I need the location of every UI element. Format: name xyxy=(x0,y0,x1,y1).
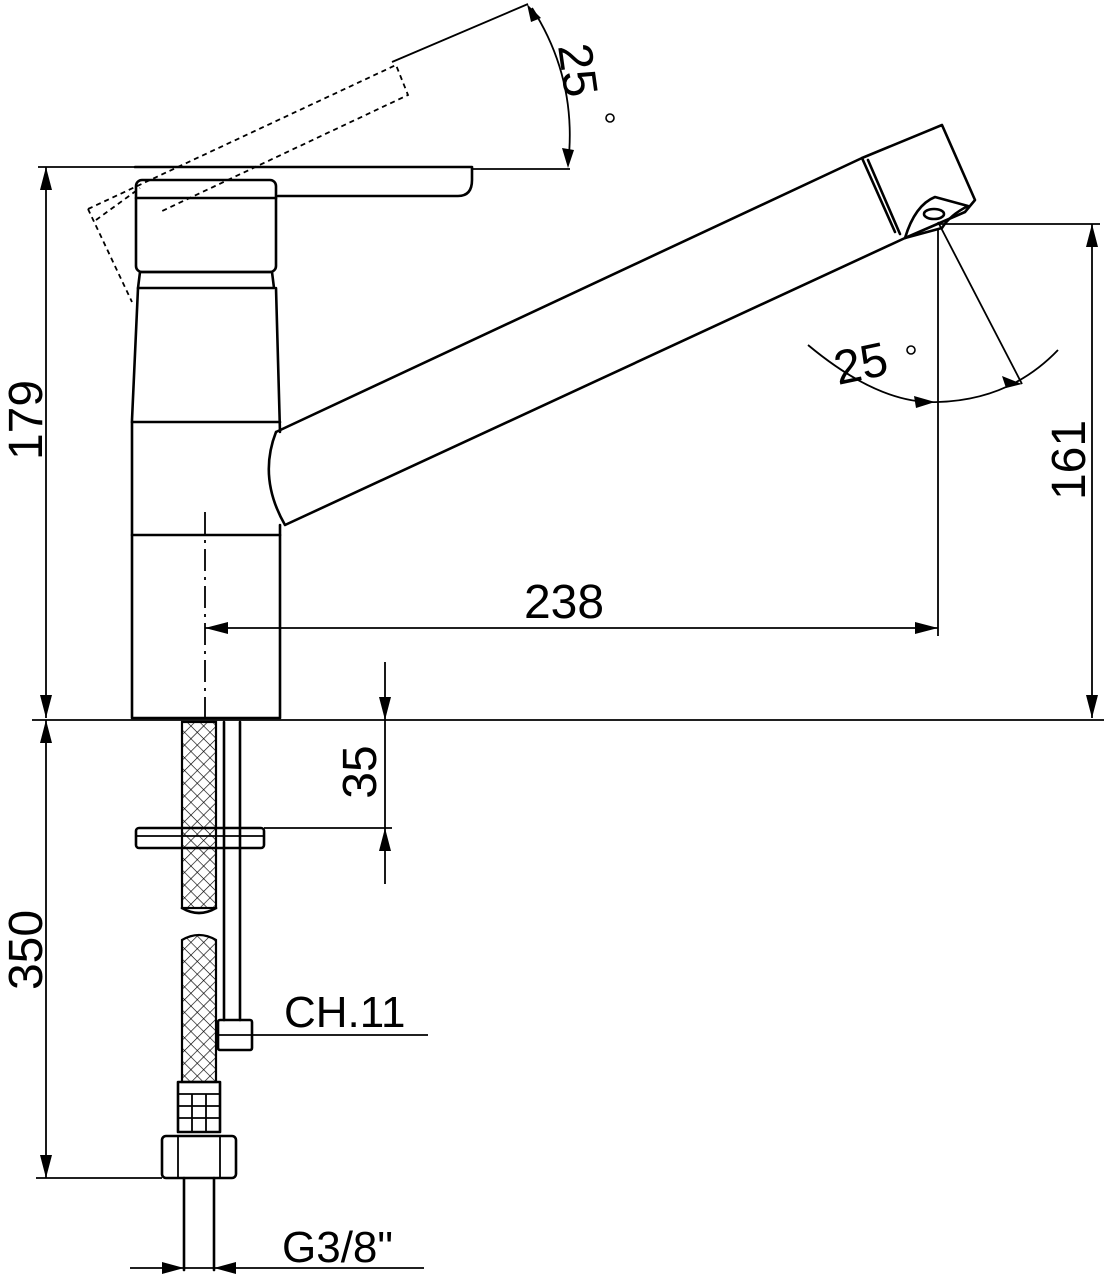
wrench-size-note: CH.11 xyxy=(252,988,428,1037)
spout-angle-text: 25 xyxy=(829,333,892,396)
reach-value: 238 xyxy=(524,576,604,629)
reach-dimension: 238 xyxy=(205,228,939,636)
wrench-size-text: CH.11 xyxy=(284,988,405,1037)
counter-thickness-dimension: 35 xyxy=(264,662,392,884)
thread-note: G3/8" xyxy=(130,1223,424,1274)
total-height-value: 179 xyxy=(0,380,53,460)
spout-height-value: 161 xyxy=(1043,420,1096,500)
body-column xyxy=(130,286,282,720)
cartridge-cap xyxy=(134,178,278,274)
flexible-hose-lower xyxy=(180,933,218,1084)
fixing-plate xyxy=(134,826,266,850)
lever-handle xyxy=(133,165,474,198)
degree-icon xyxy=(605,113,615,123)
lever-angle-text: 25 xyxy=(547,40,607,100)
hose-ferrule xyxy=(176,1080,222,1134)
lever-rotated-outline xyxy=(87,3,529,303)
thread-text: G3/8" xyxy=(282,1223,393,1272)
spout-angle-dimension: 25 xyxy=(807,221,1059,408)
faucet-body xyxy=(130,123,977,728)
spout-height-dimension: 161 xyxy=(938,223,1100,718)
aerator xyxy=(903,195,970,240)
counter-thickness-value: 35 xyxy=(334,745,387,798)
collar xyxy=(136,270,276,290)
total-height-dimension: 179 xyxy=(0,166,135,718)
lever-angle-dimension: 25 xyxy=(472,4,615,170)
union-nut xyxy=(160,1134,238,1180)
flexible-hose-upper xyxy=(180,720,218,910)
degree-icon xyxy=(906,345,916,355)
hose-length-dimension: 350 xyxy=(0,720,162,1179)
spout xyxy=(267,123,977,527)
hose-assembly xyxy=(134,720,266,1272)
hose-length-value: 350 xyxy=(0,910,53,990)
